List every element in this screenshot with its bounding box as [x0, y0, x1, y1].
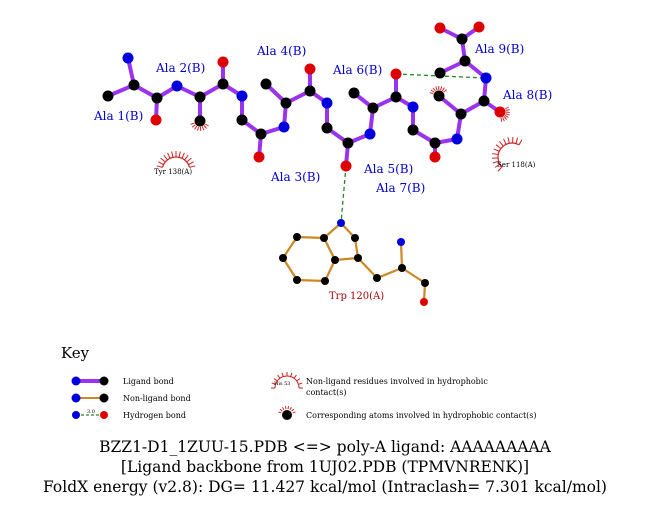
- oxygen-atom: [390, 68, 402, 80]
- carbon-atom: [433, 90, 445, 102]
- carbon-atom: [331, 256, 339, 264]
- carbon-atom: [194, 115, 206, 127]
- carbon-atom: [398, 264, 406, 272]
- key-sample-residue: His 53: [274, 381, 290, 387]
- label-ala-8: Ala 8(B): [502, 88, 552, 102]
- atoms: [102, 21, 506, 306]
- carbon-atom: [478, 95, 490, 107]
- carbon-atom: [434, 67, 446, 79]
- carbon-atom: [373, 274, 381, 282]
- carbon-atom: [304, 85, 316, 97]
- oxygen-atom: [150, 114, 162, 126]
- carbon-atom: [320, 234, 328, 242]
- oxygen-atom: [217, 56, 229, 68]
- label-ala-1: Ala 1(B): [93, 109, 143, 123]
- hydrogen-bonds: [340, 73, 487, 224]
- oxygen-atom: [304, 63, 316, 75]
- oxygen-atom: [340, 160, 352, 172]
- carbon-atom: [217, 78, 229, 90]
- carbon-atom: [429, 137, 441, 149]
- carbon-atom: [455, 108, 467, 120]
- nitrogen-atom: [407, 101, 419, 113]
- key-hydrophobic-residues-line1: Non-ligand residues involved in hydropho…: [306, 377, 488, 386]
- oxygen-atom: [473, 21, 485, 33]
- label-ala-4: Ala 4(B): [256, 44, 306, 58]
- oxygen-atom: [420, 298, 428, 306]
- key-hydrophobic-residue-icon: [271, 372, 303, 389]
- ligand-residue-labels: Ala 1(B) Ala 2(B) Ala 3(B) Ala 4(B) Ala …: [93, 42, 552, 195]
- caption-line-2: [Ligand backbone from 1UJ02.PDB (TPMVNRE…: [121, 458, 529, 476]
- carbon-atom: [342, 137, 354, 149]
- label-ala-7: Ala 7(B): [375, 181, 425, 195]
- carbon-atom: [151, 92, 163, 104]
- carbon-atom: [321, 122, 333, 134]
- nitrogen-atom: [397, 238, 405, 246]
- label-trp-120: Trp 120(A): [329, 291, 384, 302]
- nitrogen-atom: [122, 52, 134, 64]
- key-ligand-bond: Ligand bond: [123, 377, 174, 386]
- caption-line-3: FoldX energy (v2.8): DG= 11.427 kcal/mol…: [43, 478, 607, 496]
- carbon-atom: [351, 234, 359, 242]
- carbon-atom: [279, 254, 287, 262]
- label-ala-5: Ala 5(B): [363, 162, 413, 176]
- nitrogen-atom: [236, 90, 248, 102]
- carbon-atom: [293, 233, 301, 241]
- key-hydrophobic-residues-line2: contact(s): [306, 388, 346, 397]
- nitrogen-atom: [451, 133, 463, 145]
- carbon-atom: [194, 91, 206, 103]
- oxygen-atom: [434, 22, 446, 34]
- carbon-atom: [255, 128, 267, 140]
- legend-key: Key Ligand bond Non-ligand bond 3.0 Hydr…: [61, 344, 537, 420]
- nitrogen-atom: [364, 128, 376, 140]
- carbon-atom: [293, 276, 301, 284]
- key-hydrogen-bond: Hydrogen bond: [123, 411, 186, 420]
- carbon-atom: [354, 254, 362, 262]
- key-hydrophobic-atom-icon: [278, 406, 296, 420]
- carbon-atom: [421, 279, 429, 287]
- carbon-atom: [390, 91, 402, 103]
- label-ala-2: Ala 2(B): [155, 61, 205, 75]
- carbon-atom: [321, 277, 329, 285]
- nitrogen-atom: [321, 97, 333, 109]
- nitrogen-atom: [278, 121, 290, 133]
- label-ala-6: Ala 6(B): [332, 63, 382, 77]
- nitrogen-atom: [480, 72, 492, 84]
- oxygen-atom: [494, 106, 506, 118]
- carbon-atom: [367, 102, 379, 114]
- caption-line-1: BZZ1-D1_1ZUU-15.PDB <=> poly-A ligand: A…: [99, 438, 552, 456]
- carbon-atom: [407, 124, 419, 136]
- hydrophobic-contacts: [156, 85, 523, 172]
- carbon-atom: [459, 55, 471, 67]
- tyr138-hydrophobic-arc: [156, 151, 196, 168]
- carbon-atom: [456, 33, 468, 45]
- label-ser-118: Ser 118(A): [497, 161, 536, 169]
- key-hbond-distance: 3.0: [87, 409, 95, 415]
- nitrogen-atom: [171, 80, 183, 92]
- carbon-atom: [128, 79, 140, 91]
- hydrophobic-contact-atom: [190, 122, 209, 132]
- hbond-ala3-trp120: [340, 165, 347, 224]
- nitrogen-atom: [337, 219, 345, 227]
- oxygen-atom: [253, 151, 265, 163]
- carbon-atom: [260, 78, 272, 90]
- carbon-atom: [280, 97, 292, 109]
- carbon-atom: [348, 87, 360, 99]
- key-hydrophobic-atoms: Corresponding atoms involved in hydropho…: [306, 411, 537, 420]
- oxygen-atom: [429, 151, 441, 163]
- label-tyr-138: Tyr 138(A): [154, 168, 192, 176]
- carbon-atom: [236, 114, 248, 126]
- key-nonligand-bond: Non-ligand bond: [123, 394, 191, 403]
- key-title: Key: [61, 344, 90, 362]
- label-ala-3: Ala 3(B): [270, 170, 320, 184]
- ser118-hydrophobic-arc: [492, 136, 523, 172]
- hydrophobic-contact-atom: [500, 106, 511, 122]
- label-ala-9: Ala 9(B): [474, 42, 524, 56]
- carbon-atom: [102, 90, 114, 102]
- hydrophobic-contact-atom: [429, 85, 447, 95]
